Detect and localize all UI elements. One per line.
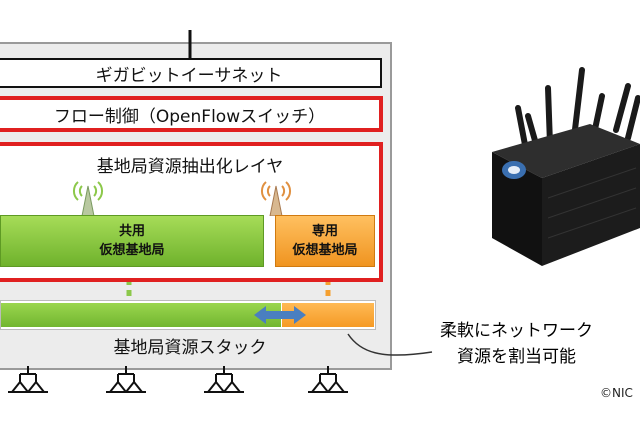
antenna-mast-icon-1 <box>8 366 48 393</box>
ethernet-label: ギガビットイーサネット <box>95 65 283 86</box>
flow-control-layer: フロー制御（OpenFlowスイッチ） <box>0 96 383 132</box>
antenna-mast-icon-4 <box>308 366 348 393</box>
shared-station-label-2: 仮想基地局 <box>99 243 165 258</box>
resource-shift-arrow-icon <box>254 306 306 324</box>
dedicated-antenna-icon <box>260 181 292 216</box>
antenna-mast-icon-3 <box>204 366 244 393</box>
note-line-1: 柔軟にネットワーク <box>440 321 593 341</box>
dedicated-virtual-station: 専用 仮想基地局 <box>275 215 375 267</box>
dedicated-station-label-2: 仮想基地局 <box>292 243 358 258</box>
resource-stack-label: 基地局資源スタック <box>113 338 267 358</box>
abstraction-layer-label: 基地局資源抽出化レイヤ <box>96 157 284 177</box>
copyright-text: ©NIC <box>600 386 633 400</box>
callout-line <box>347 333 433 356</box>
resource-stack-shared-segment <box>1 303 281 327</box>
shared-station-label-1: 共用 <box>118 224 145 239</box>
note-line-2: 資源を割当可能 <box>457 347 576 367</box>
base-station-device-image <box>492 67 640 266</box>
gigabit-ethernet-layer: ギガビットイーサネット <box>0 58 382 88</box>
shared-virtual-station: 共用 仮想基地局 <box>0 215 264 267</box>
shared-antenna-icon <box>72 181 104 216</box>
flow-control-label: フロー制御（OpenFlowスイッチ） <box>53 106 326 127</box>
dedicated-station-label-1: 専用 <box>311 224 338 239</box>
flexible-allocation-note: 柔軟にネットワーク 資源を割当可能 <box>440 318 593 370</box>
antenna-mast-icon-2 <box>106 366 146 393</box>
antenna-masts <box>8 366 348 393</box>
